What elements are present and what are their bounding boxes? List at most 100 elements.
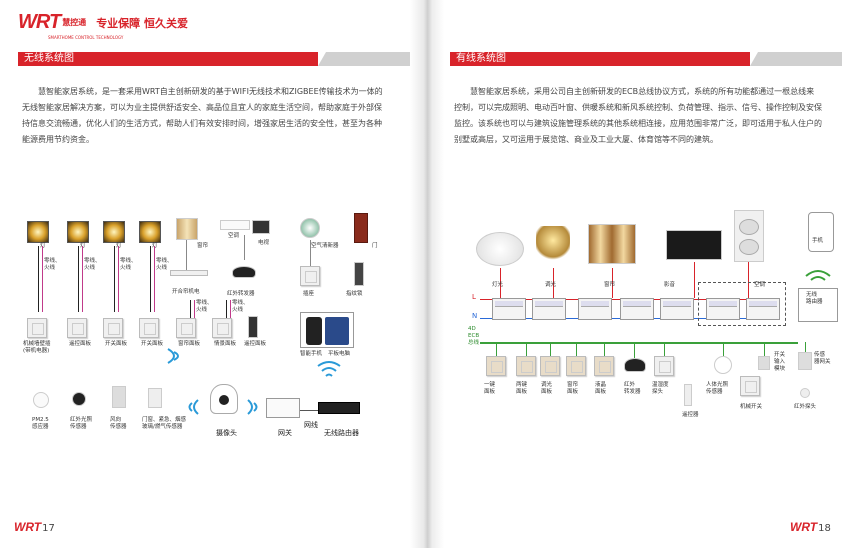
- switch-panel-icon: [139, 318, 159, 338]
- pm25-sensor-icon: [33, 392, 49, 408]
- rail-module: [578, 298, 612, 320]
- camera-icon: [210, 384, 238, 414]
- curtain-panel-icon: [176, 318, 196, 338]
- sensor-label: 风向 传感器: [110, 417, 127, 430]
- rail-module: [660, 298, 694, 320]
- input-module-icon: [758, 356, 770, 370]
- ac-icon: [220, 220, 250, 230]
- dimmer-panel-icon: [540, 356, 560, 376]
- section-header-wired: 有线系统图: [450, 52, 842, 66]
- lamp-icon: [139, 221, 161, 243]
- ceiling-light-icon: [476, 232, 524, 266]
- curtain-label: 窗帘: [197, 243, 209, 249]
- module-label: 影音: [664, 282, 676, 288]
- router-icon: [318, 402, 360, 414]
- wifi-icon: [317, 361, 341, 377]
- wifi-icon: [247, 399, 258, 415]
- socket-label: 插座: [303, 291, 315, 297]
- panel-label: 温湿度 探头: [652, 382, 669, 395]
- rail-module: [620, 298, 654, 320]
- intro-paragraph: 慧智能家居系统，采用公司自主创新研发的ECB总线协议方式，系统的所有功能都通过一…: [454, 87, 822, 144]
- section-title: 无线系统图: [24, 53, 74, 64]
- rail-module: [492, 298, 526, 320]
- n-line-label: N: [472, 312, 478, 320]
- av-icon: [666, 230, 722, 260]
- page-mark: WRT: [14, 520, 42, 534]
- remote-panel-icon: [67, 318, 87, 338]
- panel-label: 液晶 面板: [595, 382, 607, 395]
- panel-label: 窗帘 面板: [567, 382, 579, 395]
- door-sensor-icon: [148, 388, 162, 408]
- temp-humidity-probe-icon: [654, 356, 674, 376]
- air-purifier-icon: [300, 218, 320, 238]
- rail-module: [706, 298, 740, 320]
- l-line-label: L: [472, 293, 476, 301]
- panel-label: 红外 转发器: [624, 382, 641, 395]
- panel-label: 遥控面板: [69, 341, 92, 347]
- ir-transmitter-icon: [624, 358, 646, 372]
- wire-label: 零线、 火线: [120, 258, 137, 271]
- two-key-panel-icon: [516, 356, 536, 376]
- socket-icon: [300, 266, 320, 286]
- scene-panel-icon: [212, 318, 232, 338]
- body-sensor-icon: [714, 356, 732, 374]
- panel-label: 开关面板: [105, 341, 128, 347]
- wire-label: 零线、 火线: [232, 300, 249, 313]
- rail-module: [746, 298, 780, 320]
- tablet-icon: [325, 317, 349, 345]
- intro-paragraph: 慧智能家居系统，是一套采用WRT自主创新研发的基于WIFI无线技术和ZIGBEE…: [22, 87, 383, 144]
- fingerprint-lock-label: 指纹锁: [346, 291, 363, 297]
- panel-label: 人体光照 传感器: [706, 382, 729, 395]
- mobile-devices: [300, 312, 354, 348]
- mech-label: 机械开关: [740, 404, 763, 410]
- switch-panel-icon: [103, 318, 123, 338]
- wind-sensor-icon: [112, 386, 126, 408]
- rail-module: [532, 298, 566, 320]
- tablet-label: 平板电脑: [328, 351, 351, 357]
- sensor-label: 红外光照 传感器: [70, 417, 93, 430]
- one-key-panel-icon: [486, 356, 506, 376]
- lamp-icon: [67, 221, 89, 243]
- curtain-motor-label: 开合帘机电: [172, 289, 200, 295]
- remote-label: 遥控器: [682, 412, 699, 418]
- lcd-panel-icon: [594, 356, 614, 376]
- network-label: 网线: [304, 421, 318, 429]
- door-icon: [354, 213, 368, 243]
- sensor-label: PM2.5 感应器: [32, 417, 49, 430]
- page-number-left: WRT 17: [14, 520, 55, 534]
- hvac-icon: [734, 210, 764, 262]
- wireless-router-icon: [798, 288, 838, 322]
- ac-label: 空调: [228, 233, 240, 239]
- wire-label: 零线、 火线: [196, 300, 213, 313]
- wifi-icon: [188, 399, 199, 415]
- chandelier-icon: [536, 226, 570, 262]
- fingerprint-lock-icon: [354, 262, 364, 286]
- logo-subtitle: SMARTHOME CONTROL TECHNOLOGY: [48, 35, 124, 40]
- dashed-group: [698, 282, 786, 326]
- curtain-icon: [176, 218, 198, 240]
- wire-label: 零线、 火线: [84, 258, 101, 271]
- panel-label: 传感 器网关: [814, 352, 831, 365]
- panel-label: 开关面板: [141, 341, 164, 347]
- panel-label: 遥控面板: [244, 341, 267, 347]
- section-title: 有线系统图: [456, 53, 506, 64]
- phone-icon: [306, 317, 322, 345]
- router-label: 无线路由器: [324, 429, 359, 437]
- mobile-label: 手机: [812, 238, 824, 244]
- book-spine: [410, 0, 444, 548]
- remote-icon: [248, 316, 258, 338]
- gateway-label: 网关: [278, 429, 292, 437]
- panel-label: 两键 面板: [516, 382, 528, 395]
- door-label: 门: [372, 243, 378, 249]
- panel-label: 调光 面板: [541, 382, 553, 395]
- router-label: 无线 路由器: [806, 292, 823, 305]
- module-label: 空调: [754, 282, 766, 288]
- lamp-icon: [103, 221, 125, 243]
- camera-label: 摄像头: [216, 429, 237, 437]
- wall-panel-icon: [27, 318, 47, 338]
- logo-mark: WRT: [18, 11, 61, 33]
- panel-label: 一键 面板: [484, 382, 496, 395]
- ir-probe-icon: [800, 388, 810, 398]
- ir-probe-label: 红外探头: [794, 404, 817, 410]
- module-label: 窗帘: [604, 282, 616, 288]
